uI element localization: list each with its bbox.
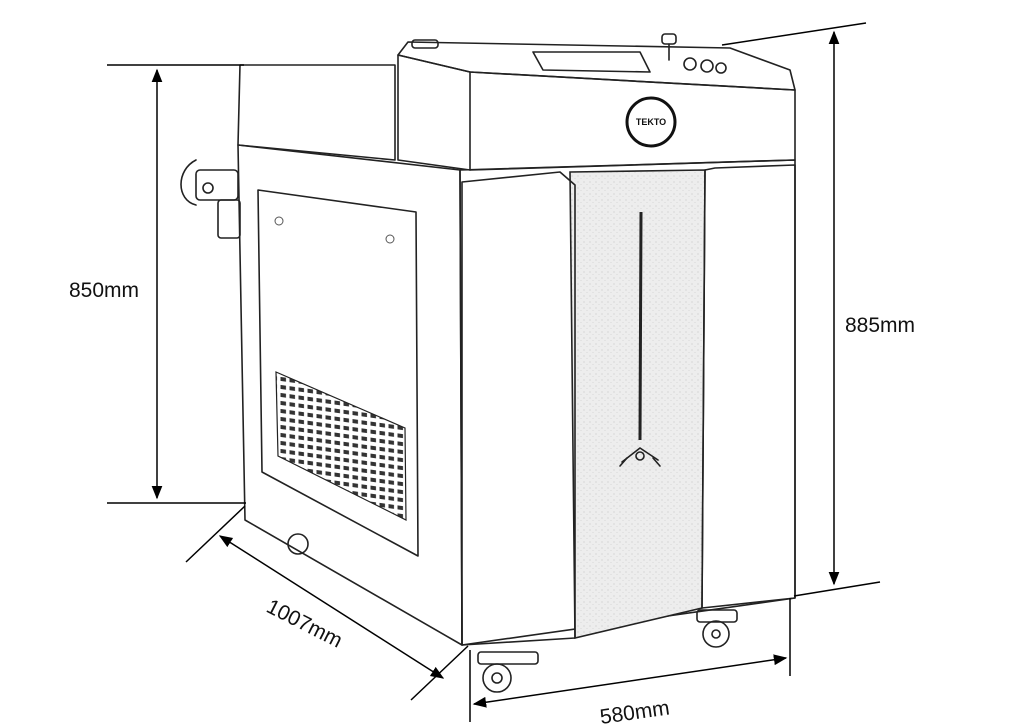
total-height-label: 885mm	[845, 314, 915, 337]
caster-wheel-front-left	[477, 651, 539, 693]
console-top	[397, 41, 796, 91]
caster-wheel-front-right	[696, 609, 738, 648]
rear-upper-panel	[237, 64, 396, 161]
brand-badge: TEKTO	[625, 96, 677, 148]
front-glass-window	[569, 169, 706, 640]
width-label: 580mm	[598, 696, 671, 726]
dimension-width	[469, 598, 791, 722]
touch-screen	[532, 51, 651, 73]
console-face	[397, 54, 796, 171]
machine-body: TEKTO	[180, 33, 796, 693]
front-right-pillar	[701, 164, 796, 609]
brand-badge-text: TEKTO	[636, 117, 666, 127]
console-controls	[411, 33, 727, 74]
left-side-panel	[237, 144, 463, 646]
side-valve-assembly	[180, 159, 241, 239]
cabinet-height-label: 850mm	[69, 279, 139, 302]
front-left-pillar	[461, 171, 576, 646]
dimension-total-height	[721, 22, 881, 597]
dimension-depth	[185, 505, 469, 701]
dimension-cabinet-height	[107, 64, 246, 504]
ventilation-grille	[275, 371, 407, 521]
inner-rod	[638, 211, 643, 441]
inner-bracket	[619, 447, 661, 467]
depth-label: 1007mm	[263, 595, 346, 653]
